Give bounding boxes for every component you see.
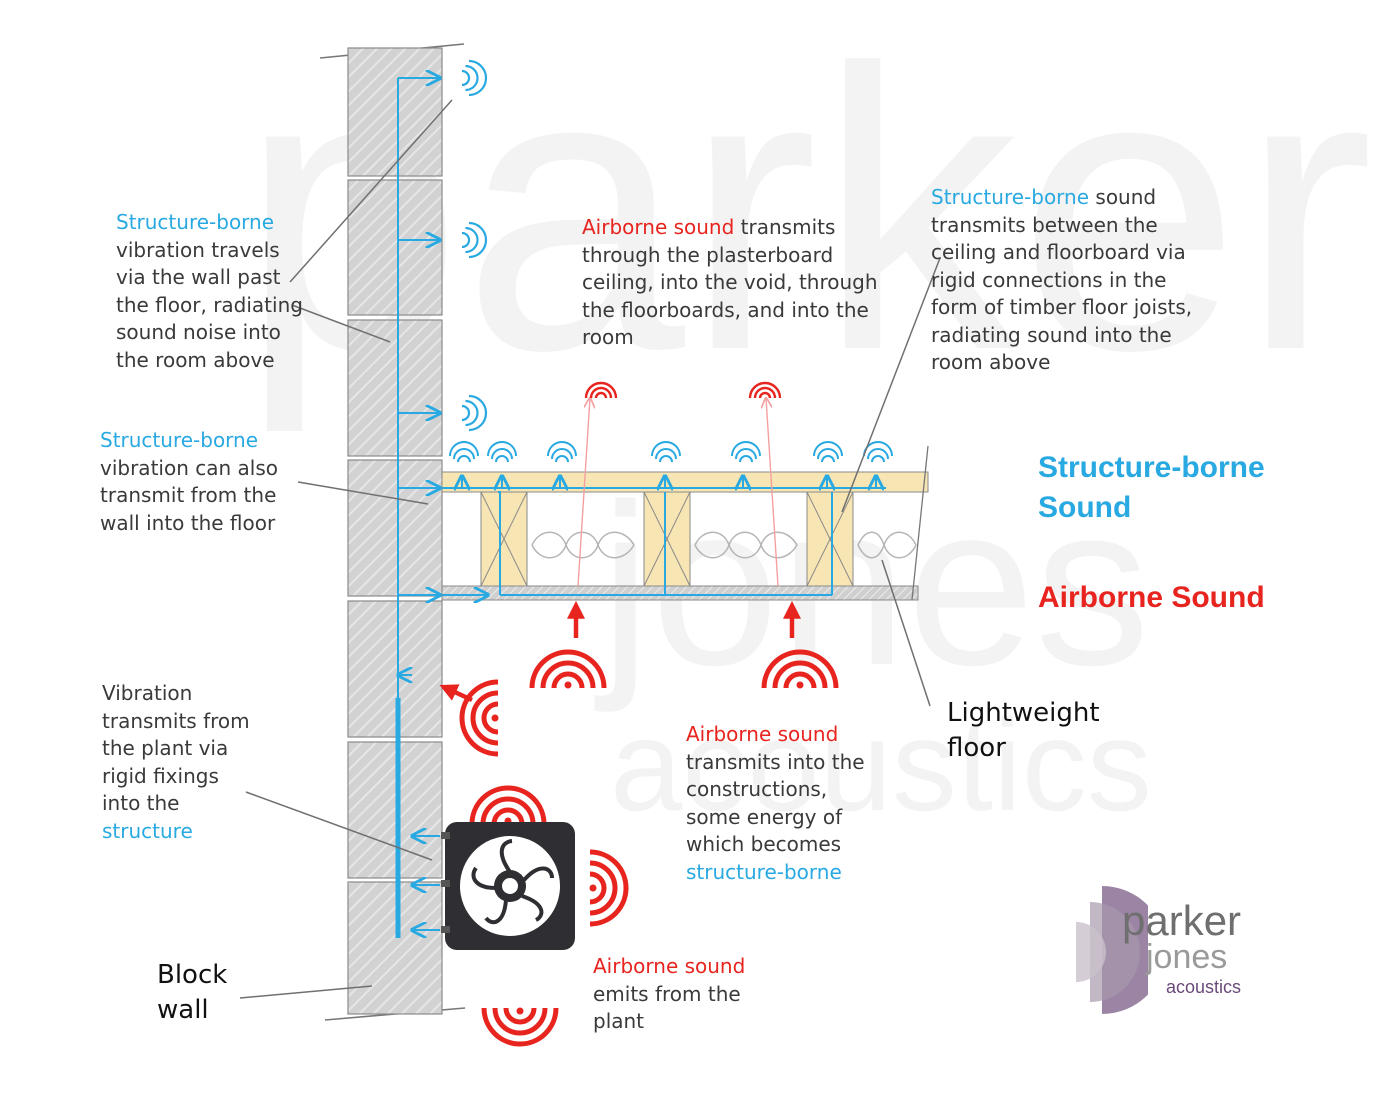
note-line: plant (593, 1009, 645, 1033)
plant-fan-unit (441, 822, 575, 950)
note-line: sound (1089, 185, 1157, 209)
legend-line: Sound (1038, 491, 1132, 524)
highlight-structure-borne: Structure-borne (931, 185, 1090, 209)
watermark-jones: jones (600, 456, 1150, 713)
label-line: Block (157, 960, 228, 990)
note-airborne-ceiling: Airborne sound transmits through the pla… (582, 214, 878, 352)
floor-joists (480, 491, 854, 587)
note-line: transmits from (102, 708, 250, 733)
note-line: into the (102, 791, 180, 815)
note-line: which becomes (686, 832, 842, 856)
structure-borne-paths (395, 78, 886, 938)
note-line: transmits into the (686, 749, 865, 774)
highlight-structure-borne: structure-borne (686, 859, 842, 884)
highlight-structure-borne: Structure-borne (100, 428, 259, 452)
note-airborne-constructions: Airborne sound transmits into the constr… (686, 721, 865, 886)
note-line: radiating sound into the (931, 322, 1172, 347)
note-line: room above (931, 350, 1051, 374)
note-wall-structure-borne: Structure-borne vibration travels via th… (116, 209, 303, 374)
note-line: vibration can also (100, 455, 278, 480)
note-line: through the plasterboard (582, 242, 834, 267)
note-line: transmits (734, 215, 836, 239)
leader-lines (239, 99, 941, 999)
note-line: form of timber floor joists, (931, 295, 1193, 319)
note-line: some energy of (686, 804, 843, 829)
note-line: the room above (116, 347, 275, 372)
note-line: room (582, 325, 634, 349)
note-line: ceiling, into the void, through (582, 270, 878, 294)
highlight-structure: structure (102, 818, 193, 843)
legend-structure-borne: Structure-borne Sound (1038, 448, 1265, 528)
label-line: Lightweight (947, 698, 1100, 728)
note-line: the floorboards, and into the (582, 297, 869, 322)
label-lightweight-floor: Lightweight floor (947, 696, 1100, 766)
note-line: vibration travels (116, 237, 280, 262)
highlight-airborne-sound: Airborne sound (582, 215, 735, 239)
label-line: wall (157, 995, 209, 1025)
note-line: rigid connections in the (931, 267, 1167, 292)
note-airborne-plant: Airborne sound emits from the plant (593, 953, 745, 1036)
highlight-airborne-sound: Airborne sound (593, 954, 746, 978)
logo-jones: jones (1146, 938, 1228, 976)
highlight-structure-borne: Structure-borne (116, 210, 275, 234)
note-line: constructions, (686, 777, 828, 801)
rigid-fixings (441, 832, 450, 933)
note-line: rigid fixings (102, 763, 219, 788)
note-line: the floor, radiating (116, 292, 303, 317)
note-line: ceiling and floorboard via (931, 240, 1186, 264)
label-line: floor (947, 733, 1006, 763)
highlight-airborne-sound: Airborne sound (686, 722, 839, 746)
note-line: emits from the (593, 981, 741, 1006)
legend-airborne: Airborne Sound (1038, 581, 1265, 614)
watermark-acoustics: acoustics (610, 692, 1152, 838)
logo-acoustics: acoustics (1166, 977, 1242, 997)
note-line: transmits between the (931, 212, 1158, 237)
note-wall-to-floor: Structure-borne vibration can also trans… (100, 427, 278, 537)
note-line: wall into the floor (100, 510, 276, 535)
note-line: sound noise into (116, 320, 281, 344)
insulation (531, 531, 917, 559)
label-block-wall: Block wall (157, 958, 227, 1028)
legend-line: Structure-borne (1038, 451, 1265, 484)
note-plant-vibration: Vibration transmits from the plant via r… (102, 680, 250, 845)
block-wall (347, 47, 443, 1015)
lightweight-floor (441, 445, 929, 601)
note-line: the plant via (102, 736, 229, 760)
note-line: transmit from the (100, 483, 277, 507)
logo-parker: parker (1122, 897, 1242, 944)
note-line: via the wall past (116, 265, 281, 289)
note-line: Vibration (102, 681, 193, 705)
note-joists: Structure-borne sound transmits between … (931, 184, 1192, 377)
logo-mark (1076, 886, 1148, 1014)
